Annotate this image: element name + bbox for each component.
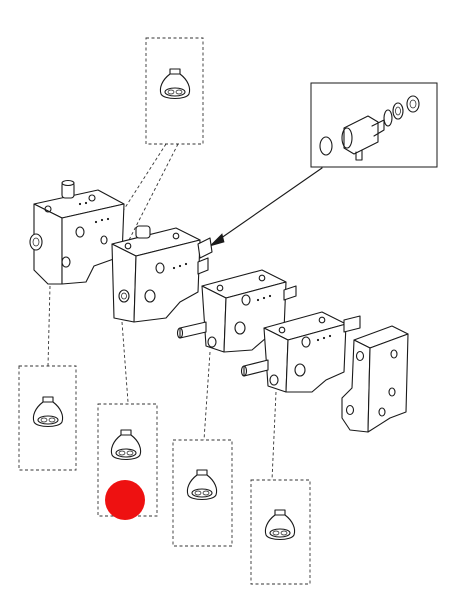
seal-kit-top-icon (159, 68, 191, 100)
seal-kit-4[interactable] (250, 479, 311, 585)
selection-marker[interactable] (105, 480, 145, 520)
seal-kit-3-icon (186, 469, 218, 501)
solenoid-kit-inset[interactable] (310, 82, 438, 168)
callout-arrow (208, 167, 323, 247)
seal-kit-1-icon (32, 396, 64, 428)
valve-section-3[interactable] (240, 311, 361, 393)
o-ring-icon (319, 136, 333, 156)
seal-kit-top[interactable] (145, 37, 204, 145)
nut-icon (392, 102, 404, 120)
seal-kit-4-icon (264, 509, 296, 541)
cap-icon (406, 95, 420, 113)
seal-kit-2[interactable] (97, 403, 158, 520)
inlet-section[interactable] (29, 179, 125, 285)
washer-icon (383, 109, 393, 127)
seal-kit-1[interactable] (18, 365, 77, 471)
end-plate[interactable] (341, 325, 409, 433)
valve-section-1[interactable] (111, 225, 213, 323)
solenoid-body-icon (343, 115, 379, 155)
seal-kit-2-icon (110, 429, 142, 461)
seal-kit-3[interactable] (172, 439, 233, 547)
solenoid-kit-frame (310, 82, 438, 168)
